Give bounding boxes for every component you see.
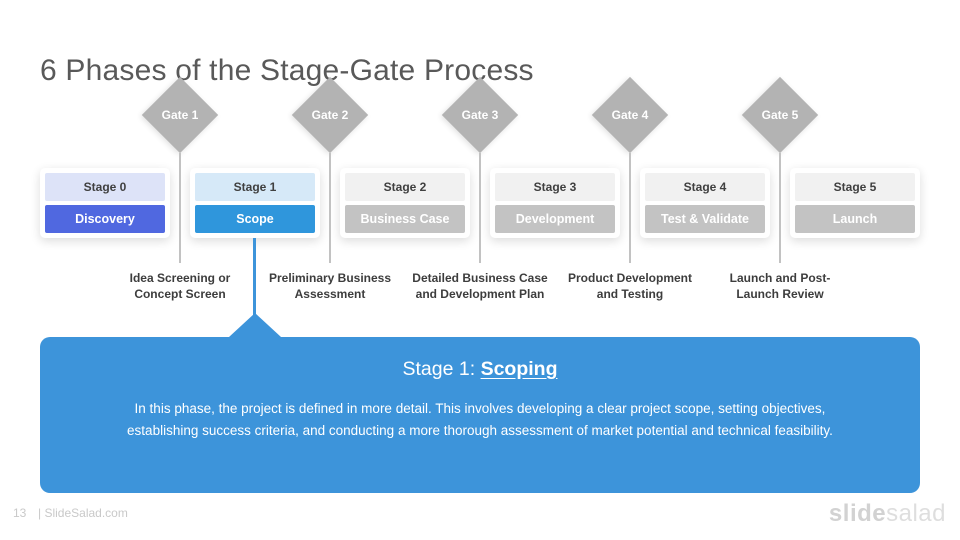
stage-0-header: Stage 0 xyxy=(45,173,165,201)
gate-1-label: Gate 1 xyxy=(161,108,199,122)
gate-3-label: Gate 3 xyxy=(461,108,499,122)
stage-5-name: Launch xyxy=(795,205,915,233)
gate-5-diamond: Gate 5 xyxy=(741,76,819,154)
stage-1-header: Stage 1 xyxy=(195,173,315,201)
stage-card-0: Stage 0 Discovery xyxy=(40,168,170,238)
panel-body-text: In this phase, the project is defined in… xyxy=(127,401,833,438)
gate-4-diamond: Gate 4 xyxy=(591,76,669,154)
stage-1-name: Scope xyxy=(195,205,315,233)
gate-3-connector-line xyxy=(479,153,481,263)
logo-text-light: salad xyxy=(886,500,946,527)
stage-0-name: Discovery xyxy=(45,205,165,233)
logo-text-bold: slide xyxy=(828,500,887,527)
gate-4-connector-line xyxy=(629,153,631,263)
page-title: 6 Phases of the Stage-Gate Process xyxy=(40,54,534,88)
gate-1-connector-line xyxy=(179,153,181,263)
gate-5-description: Launch and Post- Launch Review xyxy=(729,271,831,301)
gate-3-diamond: Gate 3 xyxy=(441,76,519,154)
stage-3-name: Development xyxy=(495,205,615,233)
panel-heading-prefix: Stage 1: xyxy=(402,358,481,380)
gate-4-description: Product Development and Testing xyxy=(567,271,693,301)
slidesalad-logo: slidesalad xyxy=(829,500,946,528)
stage-card-1: Stage 1 Scope xyxy=(190,168,320,238)
panel-pointer-triangle xyxy=(229,313,281,337)
stage-4-header: Stage 4 xyxy=(645,173,765,201)
stage-2-name: Business Case xyxy=(345,205,465,233)
gate-3-description: Detailed Business Case and Development P… xyxy=(412,271,548,301)
stage-4-name: Test & Validate xyxy=(645,205,765,233)
stage-3-header: Stage 3 xyxy=(495,173,615,201)
page-number: 13 xyxy=(13,506,27,520)
gate-1-diamond: Gate 1 xyxy=(141,76,219,154)
stage-card-5: Stage 5 Launch xyxy=(790,168,920,238)
footer-site-label: | SlideSalad.com xyxy=(38,506,128,520)
gate-2-description: Preliminary Business Assessment xyxy=(268,271,392,301)
scope-to-panel-connector xyxy=(253,238,256,316)
gate-1-description: Idea Screening or Concept Screen xyxy=(129,271,231,301)
gate-2-connector-line xyxy=(329,153,331,263)
stage-2-header: Stage 2 xyxy=(345,173,465,201)
panel-heading: Stage 1: Scoping xyxy=(100,358,860,381)
gate-2-diamond: Gate 2 xyxy=(291,76,369,154)
gate-2-label: Gate 2 xyxy=(311,108,349,122)
gate-4-label: Gate 4 xyxy=(611,108,649,122)
stage-detail-panel: Stage 1: Scoping In this phase, the proj… xyxy=(40,337,920,493)
gate-5-connector-line xyxy=(779,153,781,263)
panel-heading-term: Scoping xyxy=(480,358,558,380)
stage-5-header: Stage 5 xyxy=(795,173,915,201)
gate-5-label: Gate 5 xyxy=(761,108,799,122)
stage-card-3: Stage 3 Development xyxy=(490,168,620,238)
stage-card-4: Stage 4 Test & Validate xyxy=(640,168,770,238)
stage-card-2: Stage 2 Business Case xyxy=(340,168,470,238)
